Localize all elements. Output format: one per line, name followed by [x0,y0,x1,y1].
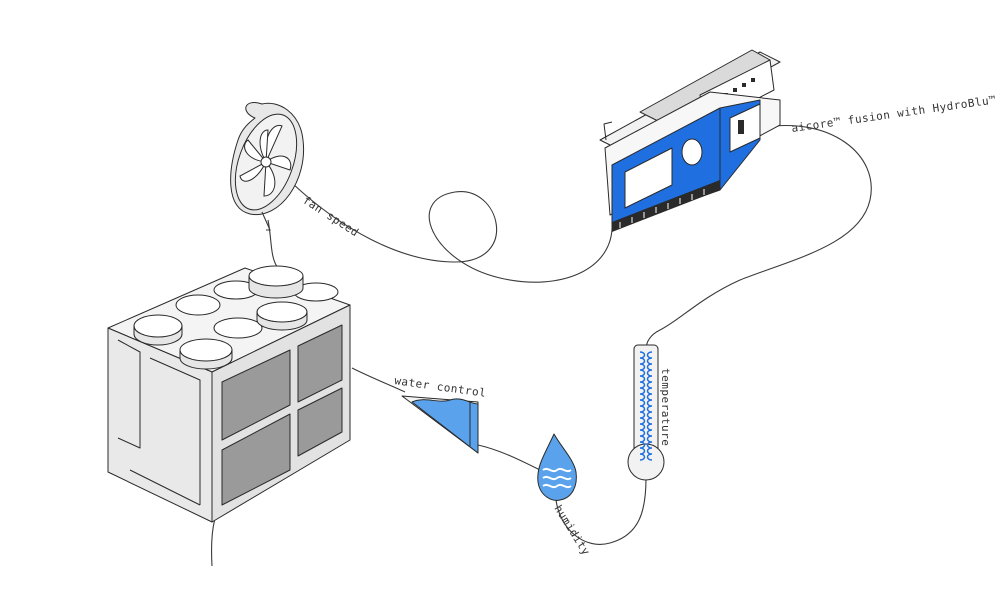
humidity-droplet-icon [537,433,577,501]
fan-icon [230,102,305,231]
connection-wire [211,124,872,567]
controller-board-icon [599,49,781,232]
controller-label: aicore™ fusion with HydroBlu™ [791,93,997,135]
humidity-label: humidity [551,503,592,558]
cooling-unit-icon [107,265,351,523]
temperature-label: temperature [659,368,672,446]
thermometer-icon [627,344,665,481]
fan-speed-label: fan speed [300,194,361,240]
water-tank-icon [401,395,479,454]
